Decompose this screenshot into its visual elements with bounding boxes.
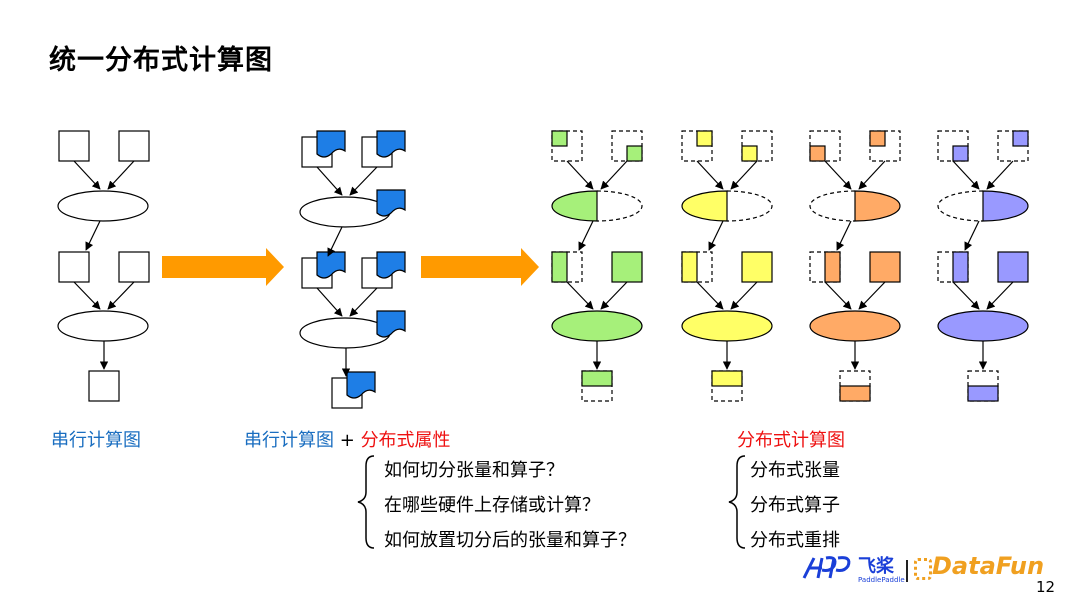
question-item: 如何放置切分后的张量和算子？	[384, 530, 636, 551]
dist-graph-purple	[937, 130, 1029, 402]
dist-item: 分布式重排	[750, 530, 840, 551]
footer-logo: 飞桨 PaddlePaddle DataFun	[800, 552, 1060, 588]
paddle-brand-cn: 飞桨	[858, 556, 894, 577]
dist-item: 分布式张量	[750, 460, 840, 481]
question-item: 如何切分张量和算子？	[384, 460, 564, 481]
paddle-logo-icon	[802, 556, 851, 579]
serial-graph	[57, 130, 150, 402]
dist-graph-orange	[809, 130, 901, 402]
dist-graph-label: 分布式计算图	[737, 430, 845, 451]
dist-item: 分布式算子	[750, 495, 840, 516]
dist-attr-label: 分布式属性	[360, 430, 451, 451]
slide-title: 统一分布式计算图	[49, 45, 273, 76]
serial-graph-label: 串行计算图	[51, 430, 141, 451]
transform-arrow-1	[162, 248, 284, 286]
page-number: 12	[1036, 578, 1056, 596]
left-brace	[357, 455, 375, 549]
question-item: 在哪些硬件上存储或计算？	[384, 495, 600, 516]
partner-logo: DataFun	[932, 552, 1045, 580]
right-brace	[728, 455, 746, 549]
logo-divider	[906, 560, 908, 582]
serial-graph-label-2: 串行计算图	[244, 430, 334, 451]
dist-graph-green	[551, 130, 643, 402]
serial-graph-with-attributes	[299, 130, 406, 409]
datafun-icon	[914, 558, 932, 580]
serial-with-attr-label: 串行计算图 + 分布式属性	[244, 426, 451, 452]
paddle-brand-sub: PaddlePaddle	[858, 576, 905, 584]
dist-graph-yellow	[681, 130, 773, 402]
plus-sign: +	[339, 430, 355, 451]
transform-arrow-2	[421, 248, 539, 286]
